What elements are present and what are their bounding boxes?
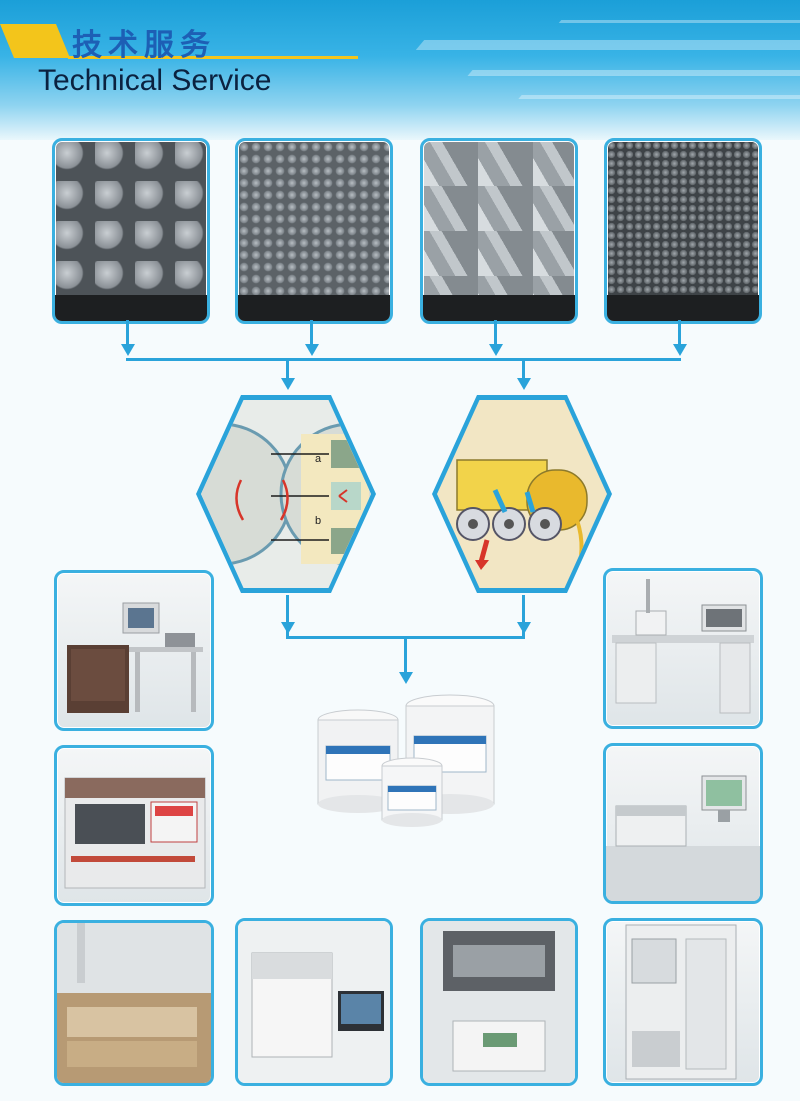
sem-image-1 (52, 138, 210, 324)
three-roll-mill-illustration (456, 459, 588, 579)
page-title-en: Technical Service (38, 64, 272, 97)
equipment-photo-left-1 (54, 570, 214, 731)
equipment-photo-bottom-1 (235, 918, 393, 1086)
sem-image-4 (604, 138, 762, 324)
arrow-down-icon (517, 622, 531, 634)
arrow-down-icon (489, 344, 503, 356)
equipment-photo-left-2 (54, 745, 214, 906)
connector-drop-1 (126, 320, 129, 346)
connector-to-hex-left (286, 358, 289, 380)
header-banner (0, 0, 800, 140)
arrow-down-icon (281, 378, 295, 390)
page-title-cn: 技术服务 (72, 28, 216, 63)
sem-scale-bar (55, 295, 207, 321)
equipment-photo-bottom-2 (420, 918, 578, 1086)
connector-to-hex-right (522, 358, 525, 380)
sem-image-3 (420, 138, 578, 324)
connector-drop-3 (494, 320, 497, 346)
sem-scale-bar (238, 295, 390, 321)
sem-image-2 (235, 138, 393, 324)
equipment-photo-right-1 (603, 568, 763, 729)
sem-scale-bar (607, 295, 759, 321)
equipment-photo-right-3 (603, 918, 763, 1086)
arrow-down-icon (281, 622, 295, 634)
connector-drop-4 (678, 320, 681, 346)
connector-hex-left-down (286, 595, 289, 637)
connector-drop-2 (310, 320, 313, 346)
equipment-photo-left-3 (54, 920, 214, 1086)
sem-scale-bar (423, 295, 575, 321)
roll-label-a: a (315, 453, 322, 465)
arrow-down-icon (121, 344, 135, 356)
roll-label-b: b (315, 515, 321, 527)
header-tab-decoration (0, 24, 70, 58)
arrow-down-icon (673, 344, 687, 356)
header-underline (68, 56, 358, 59)
product-jars (300, 690, 500, 830)
connector-horizontal-top (126, 358, 681, 361)
connector-to-product (404, 636, 407, 676)
equipment-photo-right-2 (603, 743, 763, 904)
arrow-down-icon (399, 672, 413, 684)
hexagon-roll-diagram: a b (196, 395, 376, 593)
hexagon-three-roll-mill (432, 395, 612, 593)
connector-hex-right-down (522, 595, 525, 637)
arrow-down-icon (517, 378, 531, 390)
arrow-down-icon (305, 344, 319, 356)
